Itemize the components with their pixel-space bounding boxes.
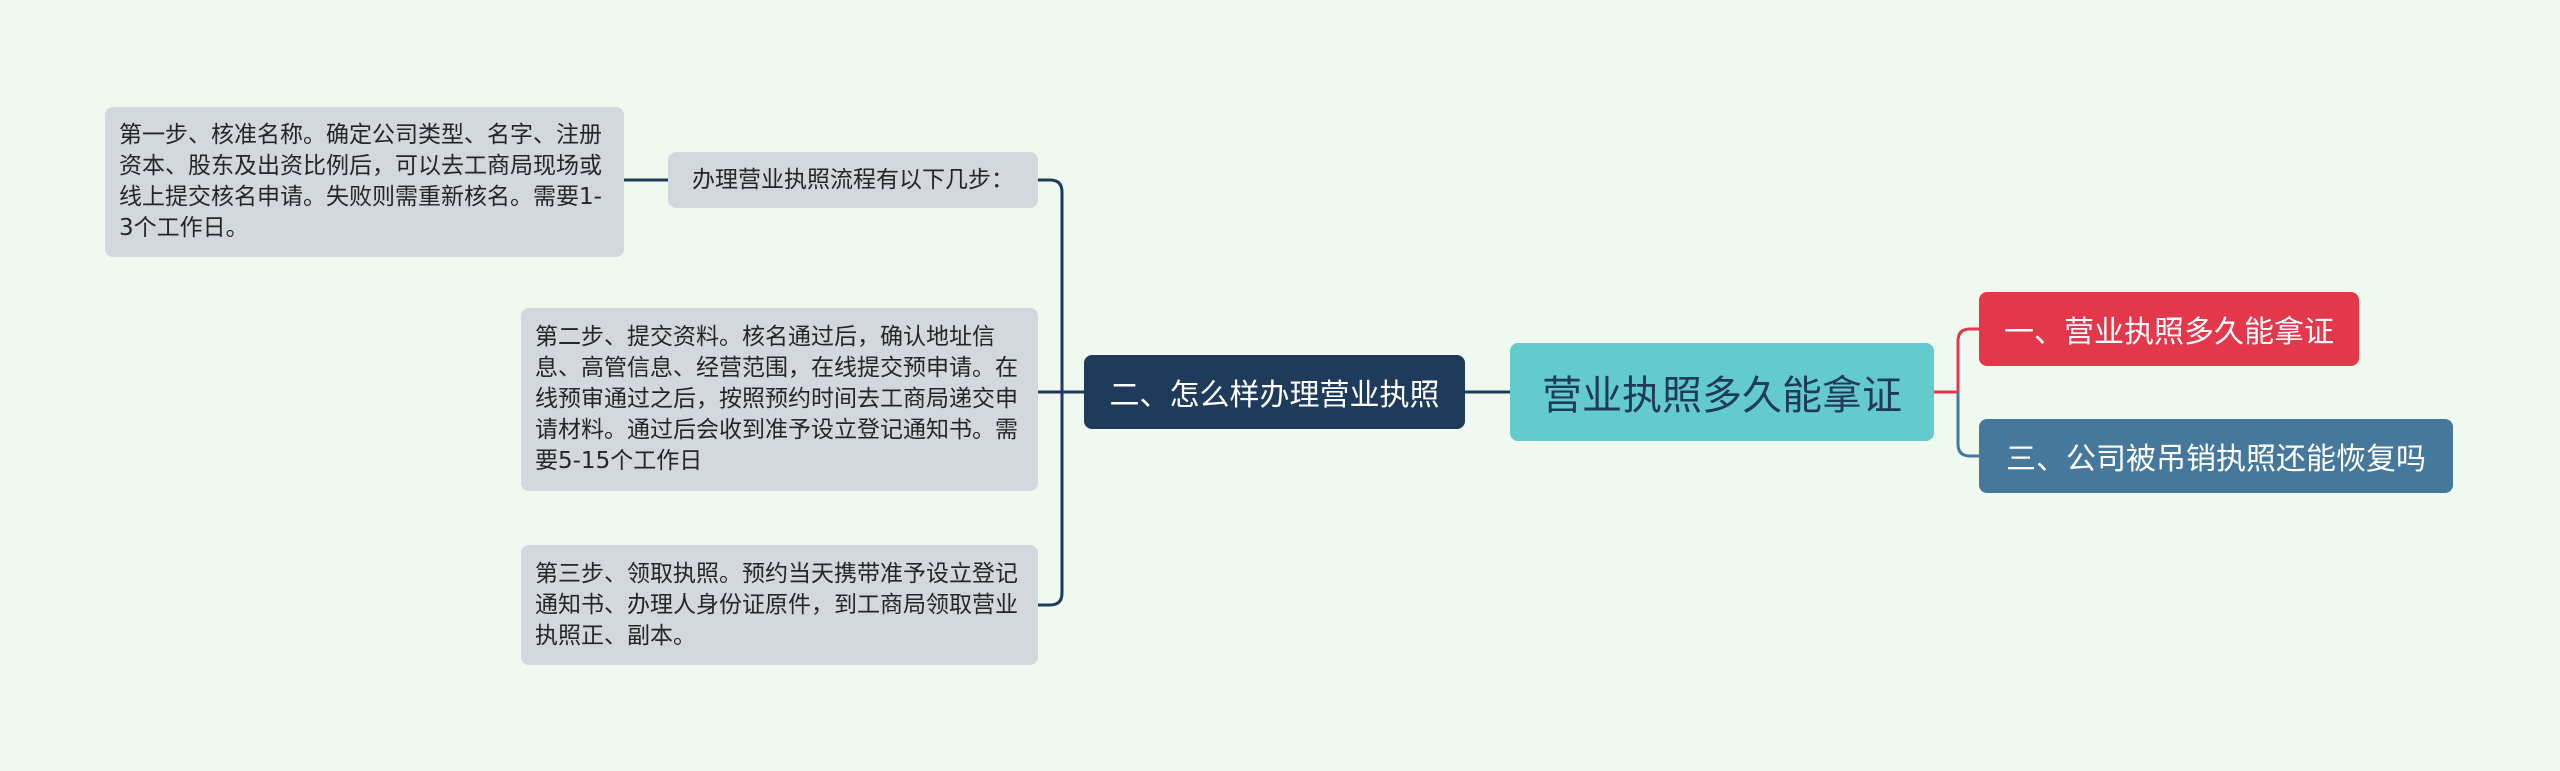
leaf-step-1[interactable]: 第一步、核准名称。确定公司类型、名字、注册资本、股东及出资比例后，可以去工商局现… — [105, 107, 624, 257]
leaf-process-intro[interactable]: 办理营业执照流程有以下几步： — [668, 152, 1038, 208]
branch-how-long-label: 一、营业执照多久能拿证 — [2004, 315, 2334, 350]
connector-root-blue — [1956, 392, 1979, 458]
connector-root-red — [1934, 327, 1979, 394]
leaf-step-3-text: 第三步、领取执照。预约当天携带准予设立登记通知书、办理人身份证原件，到工商局领取… — [535, 560, 1018, 649]
connector-left-bracket — [1038, 178, 1084, 607]
branch-revoked-license[interactable]: 三、公司被吊销执照还能恢复吗 — [1979, 419, 2453, 493]
leaf-process-intro-text: 办理营业执照流程有以下几步： — [692, 166, 1014, 193]
leaf-step-1-text: 第一步、核准名称。确定公司类型、名字、注册资本、股东及出资比例后，可以去工商局现… — [119, 122, 602, 241]
leaf-step-3[interactable]: 第三步、领取执照。预约当天携带准予设立登记通知书、办理人身份证原件，到工商局领取… — [521, 545, 1038, 665]
branch-how-to-apply[interactable]: 二、怎么样办理营业执照 — [1084, 355, 1465, 429]
branch-how-long[interactable]: 一、营业执照多久能拿证 — [1979, 292, 2359, 366]
leaf-step-2[interactable]: 第二步、提交资料。核名通过后，确认地址信息、高管信息、经营范围，在线提交预申请。… — [521, 308, 1038, 491]
branch-revoked-license-label: 三、公司被吊销执照还能恢复吗 — [2006, 442, 2426, 477]
branch-how-to-apply-label: 二、怎么样办理营业执照 — [1109, 378, 1440, 413]
leaf-step-2-text: 第二步、提交资料。核名通过后，确认地址信息、高管信息、经营范围，在线提交预申请。… — [535, 324, 1018, 474]
root-label: 营业执照多久能拿证 — [1542, 373, 1902, 419]
root-node[interactable]: 营业执照多久能拿证 — [1510, 343, 1934, 441]
